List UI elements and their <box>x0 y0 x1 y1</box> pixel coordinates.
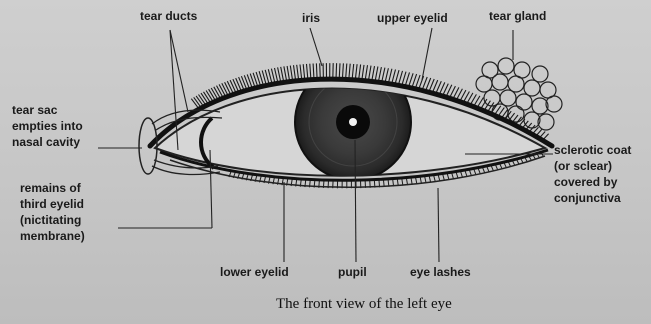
label-tear-sac-line1: tear sac <box>12 104 57 117</box>
label-eye-lashes: eye lashes <box>410 266 471 279</box>
label-third-eyelid-line3: (nictitating <box>20 214 81 227</box>
diagram-caption: The front view of the left eye <box>276 296 452 313</box>
label-sclerotic-line1: sclerotic coat <box>554 144 631 157</box>
label-lower-eyelid: lower eyelid <box>220 266 289 279</box>
label-third-eyelid-line2: third eyelid <box>20 198 84 211</box>
label-tear-ducts: tear ducts <box>140 10 197 23</box>
label-sclerotic-line3: covered by <box>554 176 617 189</box>
label-tear-gland: tear gland <box>489 10 546 23</box>
label-third-eyelid-line4: membrane) <box>20 230 85 243</box>
label-tear-sac-line3: nasal cavity <box>12 136 80 149</box>
label-third-eyelid-line1: remains of <box>20 182 81 195</box>
pupil-highlight <box>349 118 357 126</box>
label-upper-eyelid: upper eyelid <box>377 12 448 25</box>
label-iris: iris <box>302 12 320 25</box>
label-sclerotic-line2: (or sclear) <box>554 160 612 173</box>
label-pupil: pupil <box>338 266 367 279</box>
label-tear-sac-line2: empties into <box>12 120 83 133</box>
label-sclerotic-line4: conjunctiva <box>554 192 621 205</box>
